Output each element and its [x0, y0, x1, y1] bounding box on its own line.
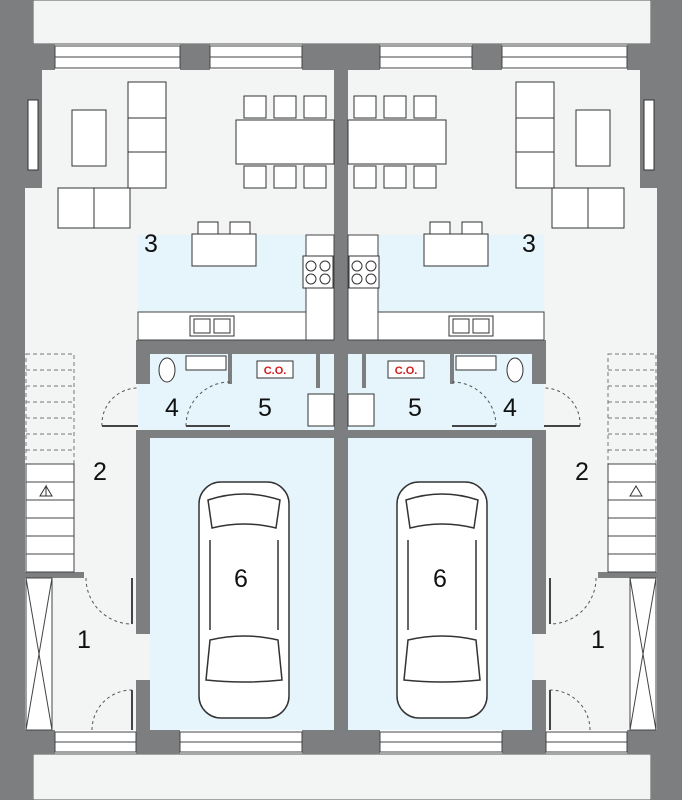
lower-terrace [32, 753, 652, 800]
stair-arrow-right-icon [629, 485, 643, 497]
kitchen-sink-right-icon [448, 315, 494, 337]
room-label-3-right: 3 [522, 230, 536, 258]
door-swings [85, 381, 597, 731]
room-label-2-right: 2 [575, 458, 589, 486]
door-leaves [102, 425, 580, 730]
room-label-5-left: 5 [258, 394, 272, 422]
boiler-tag-box-left [256, 360, 294, 379]
bathroom-fixtures-left [158, 355, 335, 427]
kitchen-island-left [191, 221, 257, 267]
boiler-tag-box-right [387, 360, 425, 379]
boiler-tag-right: C.O. [395, 365, 418, 377]
wardrobe-left [25, 577, 53, 731]
room-label-2-left: 2 [93, 458, 107, 486]
room-label-6-right: 6 [433, 565, 447, 593]
room-label-5-right: 5 [408, 394, 422, 422]
bathroom-fixtures-right [347, 355, 524, 427]
dining-table-right [347, 95, 447, 189]
boiler-tag-left: C.O. [264, 365, 287, 377]
room-label-1-left: 1 [77, 626, 91, 654]
car-right-icon [396, 481, 488, 719]
kitchen-island-right [423, 221, 489, 267]
wardrobe-right [629, 577, 657, 731]
stair-arrow-left-icon [39, 484, 53, 497]
room-label-6-left: 6 [234, 565, 248, 593]
walls [22, 44, 660, 754]
living-furniture-left [27, 81, 167, 229]
windows-top [54, 45, 628, 69]
staircase-left-solid [25, 463, 75, 573]
staircase-right-solid [607, 463, 657, 573]
living-furniture-right [515, 81, 655, 229]
room-label-3-left: 3 [144, 230, 158, 258]
room-label-4-right: 4 [503, 394, 517, 422]
room-label-1-right: 1 [591, 626, 605, 654]
windows-bottom [54, 731, 628, 753]
upper-terrace [32, 0, 652, 45]
cooktop-right-icon [348, 255, 380, 289]
room-label-4-left: 4 [165, 394, 179, 422]
dining-table-left [235, 95, 335, 189]
cooktop-left-icon [302, 255, 334, 289]
kitchen-sink-left-icon [189, 315, 235, 337]
car-left-icon [198, 481, 290, 719]
